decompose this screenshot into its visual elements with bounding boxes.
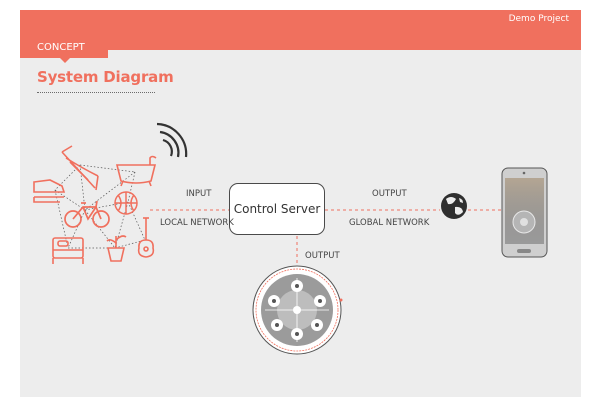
- output-global-label: OUTPUT: [372, 189, 407, 199]
- sneaker-icon: [33, 179, 66, 203]
- plant-pot-icon: [106, 235, 127, 262]
- section-tab-concept: CONCEPT: [20, 38, 108, 63]
- input-label: INPUT: [186, 189, 212, 199]
- title-underline: [37, 92, 155, 93]
- smartphone-icon: [501, 167, 548, 258]
- control-server-node: Control Server: [229, 183, 325, 235]
- connectors: [150, 209, 502, 268]
- bathtub-icon: [115, 155, 157, 187]
- globe-icon: [441, 193, 467, 219]
- output-device-label: OUTPUT: [305, 251, 340, 261]
- header-bar: Demo Project: [20, 10, 581, 50]
- basketball-icon: [114, 191, 138, 215]
- page-title: System Diagram: [37, 68, 174, 86]
- project-name: Demo Project: [508, 14, 569, 24]
- global-network-label: GLOBAL NETWORK: [349, 218, 430, 228]
- bicycle-icon: [64, 200, 110, 228]
- guitar-icon: [137, 217, 155, 258]
- hammock-icon: [61, 145, 99, 191]
- round-controller-device: [252, 265, 343, 355]
- bed-icon: [52, 237, 84, 264]
- local-network-label: LOCAL NETWORK: [160, 218, 234, 228]
- wifi-icon: [156, 122, 188, 158]
